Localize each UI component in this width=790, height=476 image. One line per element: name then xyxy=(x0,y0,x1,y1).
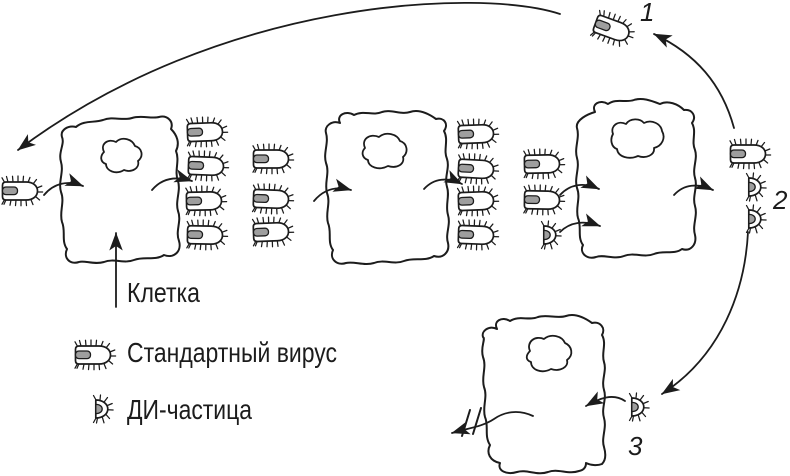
arrow-progeny-exit-cell1 xyxy=(151,169,193,191)
cell-label: Клетка xyxy=(127,277,200,308)
legend-di-particle-label: ДИ-частица xyxy=(127,394,252,425)
nucleus-4 xyxy=(525,334,573,373)
nucleus-3 xyxy=(610,118,665,159)
standard-virus-icon xyxy=(184,184,228,217)
standard-virus-icon xyxy=(589,7,640,52)
cell-4 xyxy=(481,314,607,475)
standard-virus-icon xyxy=(251,182,295,216)
standard-virus-icon xyxy=(522,183,566,217)
arrow-blocked-exit-cell4 xyxy=(451,411,534,435)
nucleus-1 xyxy=(100,137,143,174)
di-particle-icon xyxy=(540,220,562,250)
nucleus-2 xyxy=(361,132,408,170)
arrow-di-entry-cell4 xyxy=(585,391,626,407)
arrow-progeny-exit-cell3 xyxy=(673,176,714,196)
cell-2 xyxy=(324,110,450,265)
arrow-virus-entry-cell2 xyxy=(313,178,352,202)
arrow-di-to-cell4 xyxy=(661,231,749,395)
standard-virus-icon xyxy=(252,143,295,175)
standard-virus-icon xyxy=(456,218,500,252)
di-particle-icon xyxy=(745,172,767,202)
stage-3-label: 3 xyxy=(628,431,643,461)
standard-virus-icon xyxy=(185,115,229,149)
arrow-progeny-exit-cell2 xyxy=(423,170,463,190)
standard-virus-icon xyxy=(456,184,500,218)
stage-1-label: 1 xyxy=(640,0,654,27)
standard-virus-icon xyxy=(522,147,566,180)
standard-virus-icon xyxy=(74,339,117,371)
standard-virus-icon xyxy=(251,215,295,249)
di-particle-icon xyxy=(745,204,767,234)
standard-virus-icon xyxy=(186,149,230,183)
blocked-exit-ticks xyxy=(461,407,482,437)
stage-2-label: 2 xyxy=(772,185,788,215)
standard-virus-icon xyxy=(729,138,772,170)
standard-virus-icon xyxy=(185,218,229,252)
arrow-cell3-to-virus1 xyxy=(653,33,735,129)
cell-3 xyxy=(575,97,697,259)
cell-1 xyxy=(59,115,181,264)
legend-standard-virus-label: Стандартный вирус xyxy=(127,337,337,368)
arrow-virus-entry-cell3 xyxy=(559,175,600,196)
arrow-virus1-to-cell1 xyxy=(17,2,561,151)
standard-virus-icon xyxy=(456,152,501,186)
di-particle-icon xyxy=(92,394,114,424)
di-particle-icon xyxy=(628,392,650,422)
standard-virus-icon xyxy=(456,117,500,151)
standard-virus-icon xyxy=(1,175,44,207)
arrow-virus-entry-cell1 xyxy=(43,173,84,196)
arrow-di-entry-cell3 xyxy=(559,213,601,233)
